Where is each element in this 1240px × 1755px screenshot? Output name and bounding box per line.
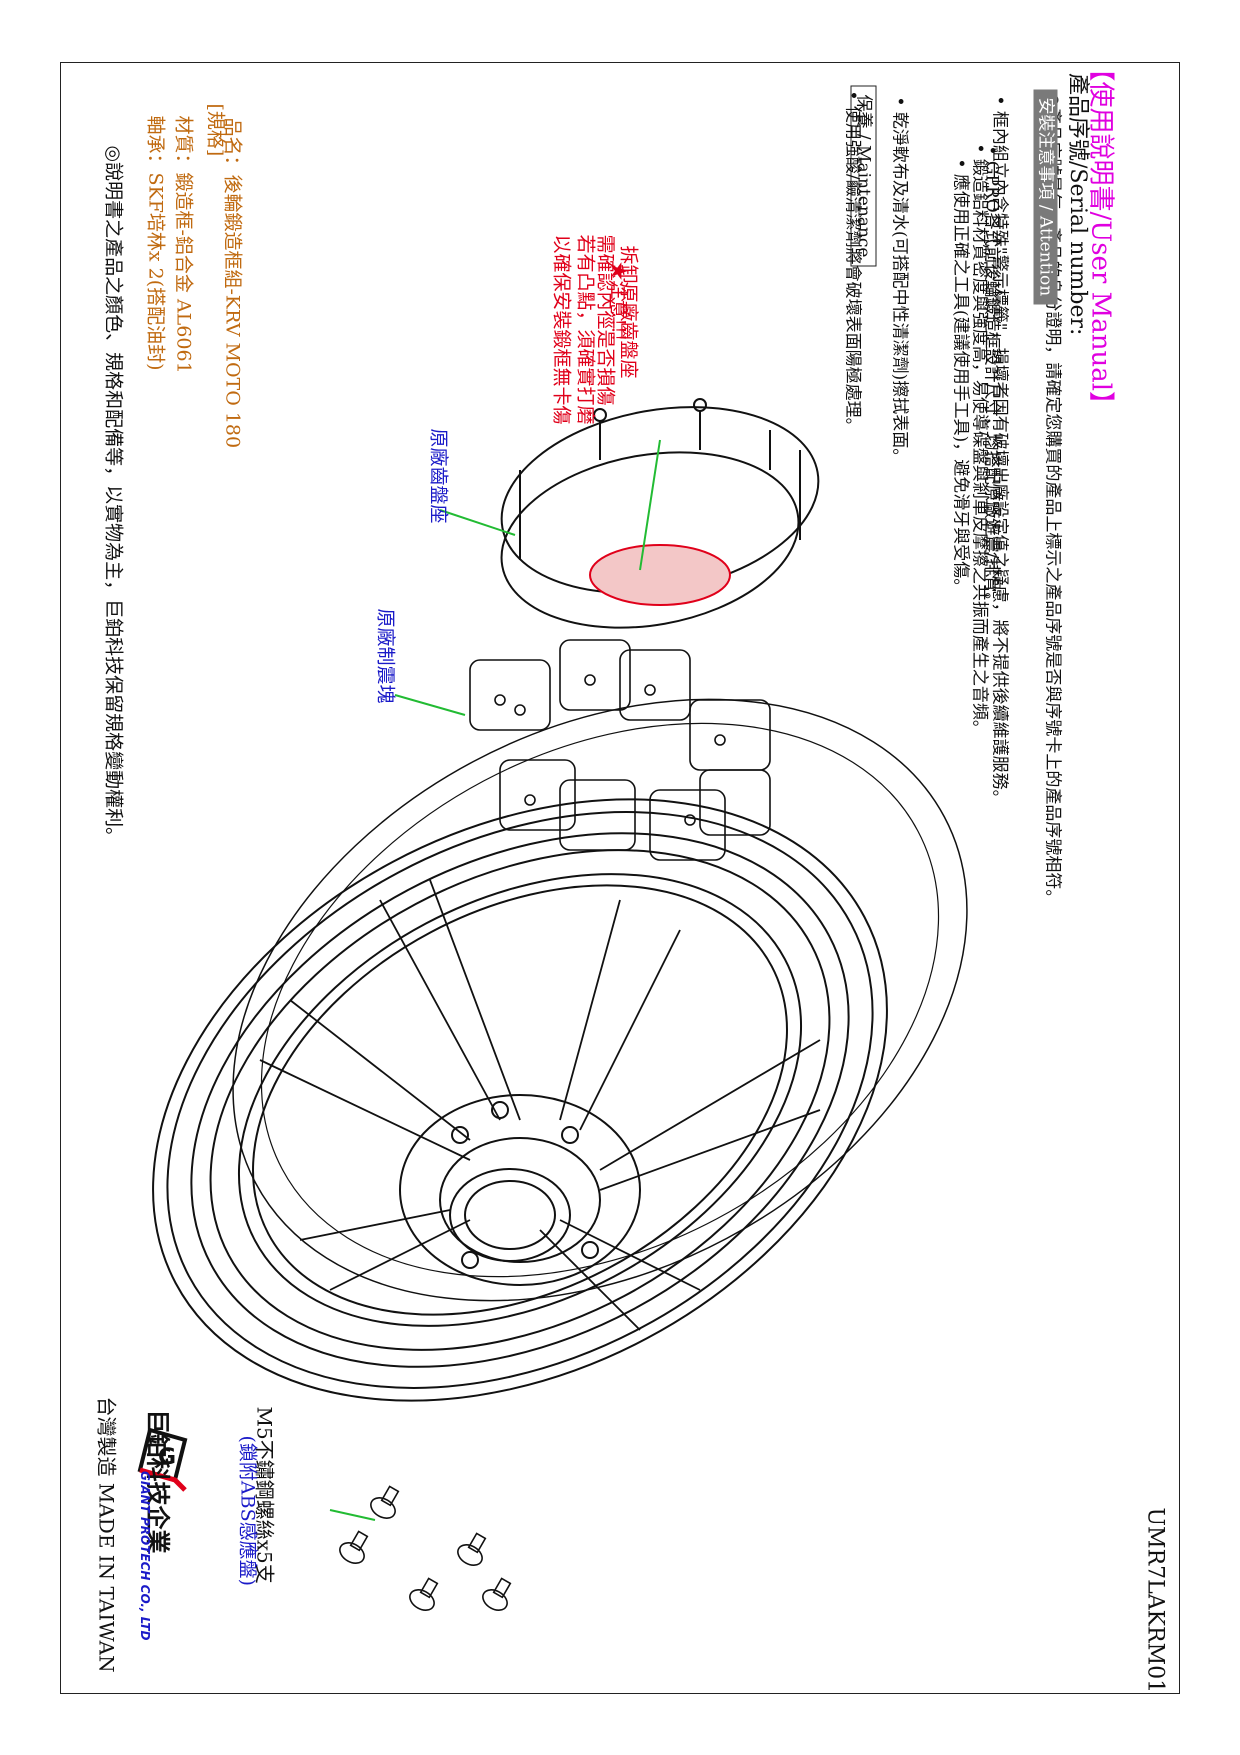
callout-sprocket-carrier: 原廠齒盤座 — [427, 428, 450, 524]
spec-material: 材質：鍛造框-鋁合金 AL6061 — [172, 115, 195, 374]
serial-label: 產品序號/Serial number: — [1065, 73, 1090, 336]
wheel-hub — [399, 1094, 641, 1286]
damper-blocks — [469, 639, 771, 861]
attention-item-3: • 應使用正確之工具(建議使用手工具)，避免滑牙與受傷。 — [950, 158, 971, 596]
maintenance-item-1: • 乾淨軟布及清水(可搭配中性清潔劑)擦拭表面。 — [889, 96, 910, 466]
callout-damper: 原廠制震塊 — [374, 608, 397, 704]
spec-bearing: 軸承：SKF培林x 2(搭配油封) — [144, 115, 167, 371]
attention-heading: 安裝注意事項 / Attention — [1033, 89, 1058, 305]
warning-line-4: 以確保安裝鍛框無卡傷 — [550, 234, 573, 425]
brand-name-en: GIANT PROTECH CO., LTD — [138, 1471, 152, 1641]
document-code: UMR7LAKRM01 — [1142, 1507, 1168, 1694]
made-in-taiwan: 台灣製造 MADE IN TAIWAN — [94, 1396, 119, 1673]
warning-line-1: 拆卸原廠齒盤座 — [617, 245, 640, 379]
svg-text:G: G — [158, 1445, 176, 1470]
leader-lines — [329, 439, 661, 1521]
screws-drawing — [339, 1485, 512, 1611]
wheel-spokes — [259, 879, 821, 1331]
spec-name: 品名：後輪鍛造框組-KRV MOTO 180 — [221, 117, 244, 449]
page-frame — [60, 62, 1180, 1694]
attention-item-4: • GPRO各式前後輪鍛造框設計尺寸，均搭配原廠避震/排骨。 — [981, 145, 1002, 610]
attention-heading-wrap: 安裝注意事項 / Attention — [1033, 89, 1061, 350]
screws-sublabel: (鎖附ABS感應盤) — [236, 1435, 259, 1587]
spec-note: ◎說明書之產品之顏色、規格和配備等，以實物為主，巨鉑科技保留規格變動權利。 — [102, 145, 125, 847]
sprocket-carrier — [500, 398, 820, 629]
warning-line-3: 若有凸點，須確實打磨 — [574, 234, 597, 425]
wheel-rim — [152, 798, 888, 1402]
maintenance-item-2: • 使用強酸/鹼清潔劑將會破壞表面陽極處理。 — [842, 90, 863, 435]
company-logo: G — [137, 1427, 188, 1492]
